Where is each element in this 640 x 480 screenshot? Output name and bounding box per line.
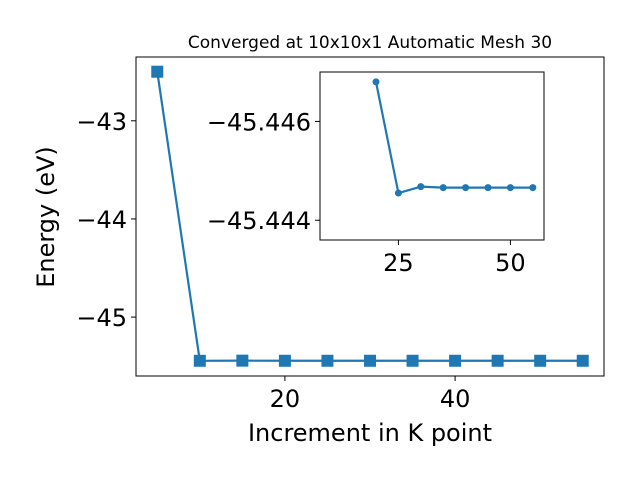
main-frame xyxy=(135,56,605,377)
inset-data xyxy=(372,78,537,197)
main-data-point xyxy=(364,354,376,367)
y-axis-label: Energy (eV) xyxy=(32,146,60,288)
inset-data-point xyxy=(484,184,492,192)
inset-data-point xyxy=(439,184,447,192)
main-y-tick-label: −43 xyxy=(76,108,127,136)
x-axis-label: Increment in K point xyxy=(248,419,492,447)
inset-x-tick-label: 50 xyxy=(495,249,526,277)
main-data-point xyxy=(151,65,164,78)
inset-data-point xyxy=(394,189,402,197)
inset-data-point xyxy=(529,184,537,192)
main-plot: 20 40 −43 −44 −45 xyxy=(76,56,605,413)
main-data-point xyxy=(534,354,547,367)
main-data-point xyxy=(278,354,291,367)
main-x-tick-label: 20 xyxy=(270,385,301,413)
main-data-point xyxy=(576,354,589,367)
main-data-point xyxy=(406,354,419,367)
main-data-point xyxy=(193,354,206,367)
main-data-point xyxy=(321,354,334,367)
main-y-tick-label: −45 xyxy=(76,304,127,332)
main-data-point xyxy=(491,354,504,367)
main-x-tick-label: 40 xyxy=(440,385,471,413)
inset-y-tick-label: −45.446 xyxy=(207,108,311,136)
main-data-point xyxy=(449,354,462,367)
main-y-tick-label: −44 xyxy=(76,206,127,234)
main-data-point xyxy=(236,354,249,367)
chart-title: Converged at 10x10x1 Automatic Mesh 30 xyxy=(188,33,552,53)
inset-background xyxy=(320,72,544,240)
main-data xyxy=(151,65,589,367)
inset-series-line xyxy=(374,81,533,195)
inset-data-point xyxy=(506,184,514,192)
inset-y-tick-label: −45.444 xyxy=(207,207,311,235)
inset-plot: 25 50 −45.446 −45.444 xyxy=(207,71,545,277)
inset-frame xyxy=(319,71,545,241)
inset-data-point xyxy=(462,184,470,192)
inset-x-tick-label: 25 xyxy=(383,249,414,277)
inset-data-point xyxy=(372,78,380,86)
inset-data-point xyxy=(417,183,425,191)
